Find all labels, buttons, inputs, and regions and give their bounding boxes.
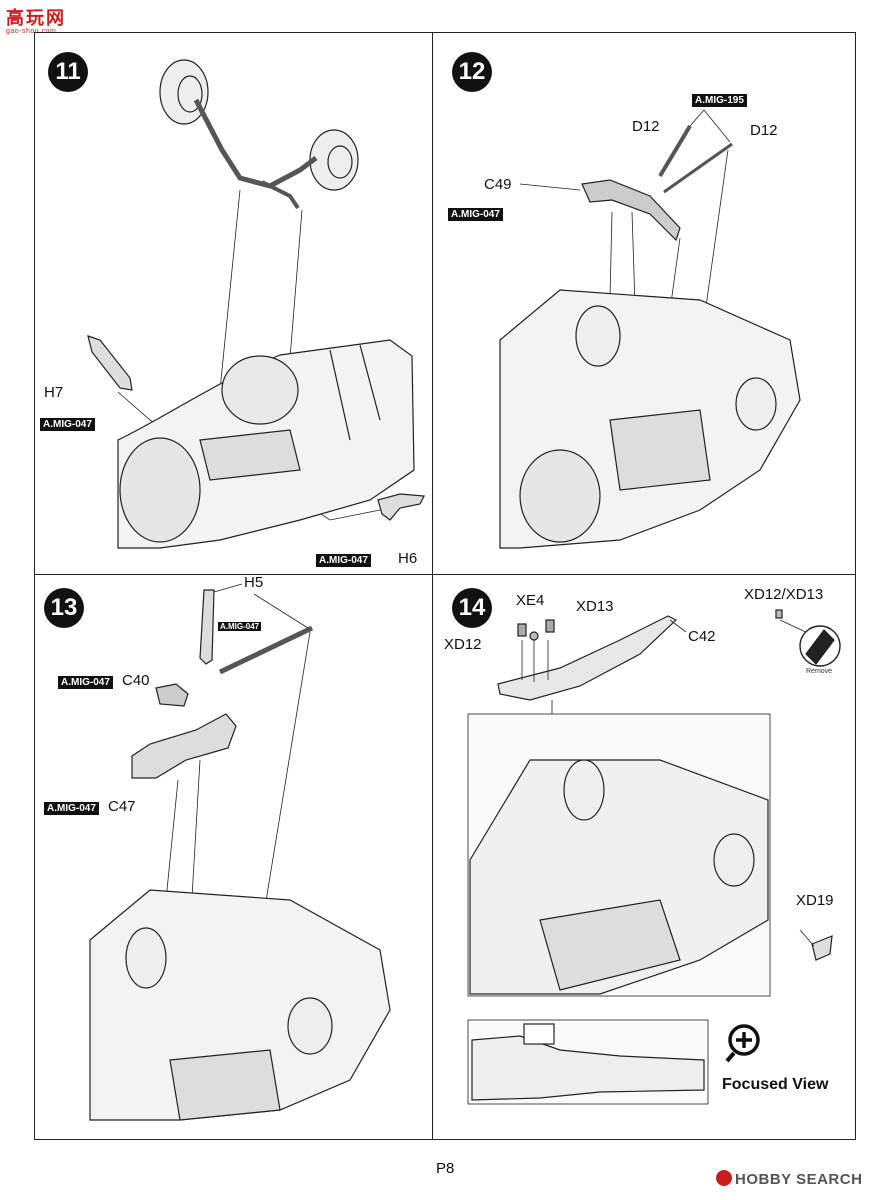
horizontal-divider xyxy=(34,574,856,575)
part-label-c42: C42 xyxy=(688,628,716,645)
part-label-xd12: XD12 xyxy=(444,636,482,653)
vertical-divider xyxy=(432,32,433,1140)
paint-callout: A.MIG-047 xyxy=(448,208,503,221)
paint-callout: A.MIG-047 xyxy=(218,622,262,631)
page-frame xyxy=(34,32,856,1140)
brand-watermark: HOBBY SEARCH xyxy=(716,1170,862,1188)
part-label-xd12-xd13: XD12/XD13 xyxy=(744,586,824,603)
part-label-h6: H6 xyxy=(398,550,418,567)
part-label-xd19: XD19 xyxy=(796,892,834,909)
paint-callout: A.MIG-195 xyxy=(692,94,747,107)
focused-view-label: Focused View xyxy=(722,1076,829,1093)
paint-callout: A.MIG-047 xyxy=(316,554,371,567)
paint-callout: A.MIG-047 xyxy=(40,418,95,431)
step-number-14: 14 xyxy=(452,588,492,628)
part-label-c40: C40 xyxy=(122,672,150,689)
site-name: 高玩网 xyxy=(6,8,66,29)
step-number-13: 13 xyxy=(44,588,84,628)
paint-callout: A.MIG-047 xyxy=(58,676,113,689)
part-label-d12: D12 xyxy=(750,122,778,139)
step-number-12: 12 xyxy=(452,52,492,92)
magnifier-plus-icon xyxy=(725,1024,760,1063)
brand-mark-icon xyxy=(716,1170,732,1186)
part-label-c49: C49 xyxy=(484,176,512,193)
brand-name: HOBBY SEARCH xyxy=(735,1171,863,1188)
site-url: gao-shou.com xyxy=(6,28,57,35)
part-label-h7: H7 xyxy=(44,384,64,401)
page-number: P8 xyxy=(436,1160,455,1177)
paint-callout: A.MIG-047 xyxy=(44,802,99,815)
site-logo: 高玩网 gao-shou.com xyxy=(6,4,72,35)
remove-caption: Remove xyxy=(806,668,833,675)
part-label-c47: C47 xyxy=(108,798,136,815)
part-label-xe4: XE4 xyxy=(516,592,545,609)
step-number-11: 11 xyxy=(48,52,88,92)
part-label-xd13: XD13 xyxy=(576,598,614,615)
part-label-h5: H5 xyxy=(244,574,264,591)
part-label-d12: D12 xyxy=(632,118,660,135)
